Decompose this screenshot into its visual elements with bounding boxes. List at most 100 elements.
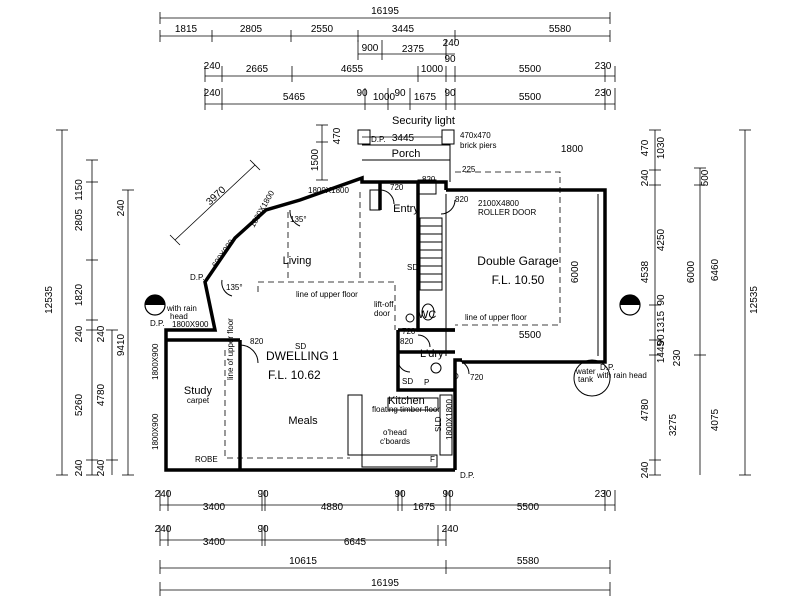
- label-roller-door: 2100X4800: [478, 199, 519, 208]
- dim-right-c1-1: 1030: [656, 136, 667, 159]
- label-sd-2: SD: [407, 263, 418, 272]
- dim-bot-r1-2: 90: [257, 489, 269, 500]
- dim-right-c2-0: 500: [700, 169, 711, 186]
- label-dp-left2: D.P.: [190, 273, 205, 282]
- label-win-v1: 1800X900: [151, 343, 160, 380]
- label-ldry: L'dry: [420, 348, 444, 360]
- dim-top-r4-7: 5500: [519, 92, 542, 103]
- label-roller-door2: ROLLER DOOR: [478, 208, 536, 217]
- label-rain-head-right: with rain head: [596, 371, 647, 380]
- dim-top-r1-2: 2550: [311, 24, 334, 35]
- dim-top-r1-3: 3445: [392, 24, 415, 35]
- dim-left-c1-6: 240: [74, 459, 85, 476]
- label-upper-floor-3: line of upper floor: [226, 318, 235, 380]
- label-dp-left: D.P.: [150, 319, 165, 328]
- dim-bot-r3-0: 10615: [289, 556, 317, 567]
- label-f: F: [430, 455, 435, 464]
- label-garage-fl: F.L. 10.50: [492, 273, 545, 287]
- dim-bot-r2-3: 6645: [344, 537, 367, 548]
- label-d: D: [453, 372, 459, 381]
- dim-right-c1-2: 240: [640, 169, 651, 186]
- dim-right-c1-9: 230: [672, 349, 683, 366]
- section-marker-right: [619, 294, 641, 316]
- dim-right-c1-12: 240: [640, 461, 651, 478]
- dim-right-c1-3: 4250: [656, 228, 667, 251]
- top-dimensions: 16195 1815 2805 2550 3445 5580 900 2375 …: [159, 6, 616, 110]
- walls: 3445: [164, 129, 607, 472]
- label-double-garage: Double Garage: [477, 254, 559, 268]
- label-win-1800x1800: 1800X1800: [308, 186, 349, 195]
- label-robe: ROBE: [195, 455, 218, 464]
- label-porch: Porch: [392, 148, 421, 160]
- brick-pier-right: [441, 129, 455, 145]
- dim-top-r4-3: 1000: [373, 92, 396, 103]
- right-dimensions: 12535 470 1030 240 4250 4538 90 1315 90 …: [640, 129, 760, 478]
- label-deg135-b: 135°: [226, 283, 243, 292]
- upper-floor-lines: [224, 171, 600, 459]
- label-rain-head-left: with rain: [166, 304, 197, 313]
- dim-right-c2-3: 4075: [710, 408, 721, 431]
- label-sld: SLD: [434, 416, 443, 432]
- dim-porch-1500: 1500: [310, 148, 321, 171]
- dim-right-c1-4: 4538: [640, 260, 651, 283]
- dim-garage-offset: 1800: [561, 144, 584, 155]
- dim-top-r4-0: 240: [204, 88, 221, 99]
- dim-right-c2-1: 6000: [686, 260, 697, 283]
- dim-bot-r2-1: 3400: [203, 537, 226, 548]
- label-living: Living: [283, 255, 312, 267]
- dim-left-c2-1: 4780: [96, 383, 107, 406]
- label-upper-floor-2: line of upper floor: [465, 313, 527, 322]
- dim-top-r3-2: 4655: [341, 64, 364, 75]
- label-rain-head-left2: head: [170, 312, 188, 321]
- label-kitchen: Kitchen: [388, 395, 425, 407]
- dim-bot-r1-8: 230: [595, 489, 612, 500]
- label-dp-porch: D.P.: [371, 135, 386, 144]
- dim-bot-r3-1: 5580: [517, 556, 540, 567]
- dim-top-r4-4: 90: [394, 88, 406, 99]
- dim-top-r3-6: 230: [595, 61, 612, 72]
- dim-left-c1-0: 240: [116, 199, 127, 216]
- dim-right-c1-0: 470: [640, 139, 651, 156]
- label-dwelling: DWELLING 1: [266, 349, 339, 363]
- dim-top-r3-4: 90: [444, 54, 456, 65]
- label-water-tank: water: [575, 367, 596, 376]
- dim-left-c1-4: 240: [74, 325, 85, 342]
- dim-porch-width: 3445: [392, 133, 415, 144]
- bottom-dimensions: 240 3400 90 4880 90 1675 90 5500 230 240…: [155, 489, 616, 596]
- dim-top-r2-1: 2375: [402, 44, 425, 55]
- label-cboards: c'boards: [380, 437, 410, 446]
- dim-bot-overall: 16195: [371, 578, 399, 589]
- label-win-1800x900: 1800X900: [172, 320, 209, 329]
- label-door-720-c: 720: [470, 373, 484, 382]
- dim-right-c1-5: 90: [656, 294, 667, 306]
- dim-top-r1-1: 2805: [240, 24, 263, 35]
- label-dp-bottom: D.P.: [460, 471, 475, 480]
- dim-left-c2-0: 240: [96, 325, 107, 342]
- label-wc: WC: [418, 309, 436, 321]
- label-water-tank2: tank: [578, 375, 594, 384]
- laundry-tub-icon: [430, 362, 442, 374]
- dim-side-225: 225: [462, 165, 476, 174]
- dim-top-r4-1: 90: [356, 88, 368, 99]
- dim-bot-r1-0: 240: [155, 489, 172, 500]
- label-ohead: o'head: [383, 428, 407, 437]
- label-dwelling-fl: F.L. 10.62: [268, 368, 321, 382]
- dim-right-overall: 12535: [749, 286, 760, 314]
- dim-top-r3-1: 2665: [246, 64, 269, 75]
- dim-left-c1-2: 2805: [74, 208, 85, 231]
- dim-top-r4-6: 90: [444, 88, 456, 99]
- dim-left-c1-5: 5260: [74, 393, 85, 416]
- dim-top-r1-0: 1815: [175, 24, 198, 35]
- label-door-720-b: 720: [390, 183, 404, 192]
- dim-bot-r1-4: 90: [394, 489, 406, 500]
- dim-bot-r1-6: 90: [442, 489, 454, 500]
- staircase: [419, 217, 443, 291]
- dim-porch-470: 470: [332, 127, 343, 144]
- dim-right-c1-6: 1315: [656, 310, 667, 333]
- dim-top-r1-4: 5580: [549, 24, 572, 35]
- dim-top-r2-2: 240: [443, 38, 460, 49]
- dim-bot-r1-3: 4880: [321, 502, 344, 513]
- dim-right-c2-2: 6460: [710, 258, 721, 281]
- label-dp-right: D.P.: [600, 363, 615, 372]
